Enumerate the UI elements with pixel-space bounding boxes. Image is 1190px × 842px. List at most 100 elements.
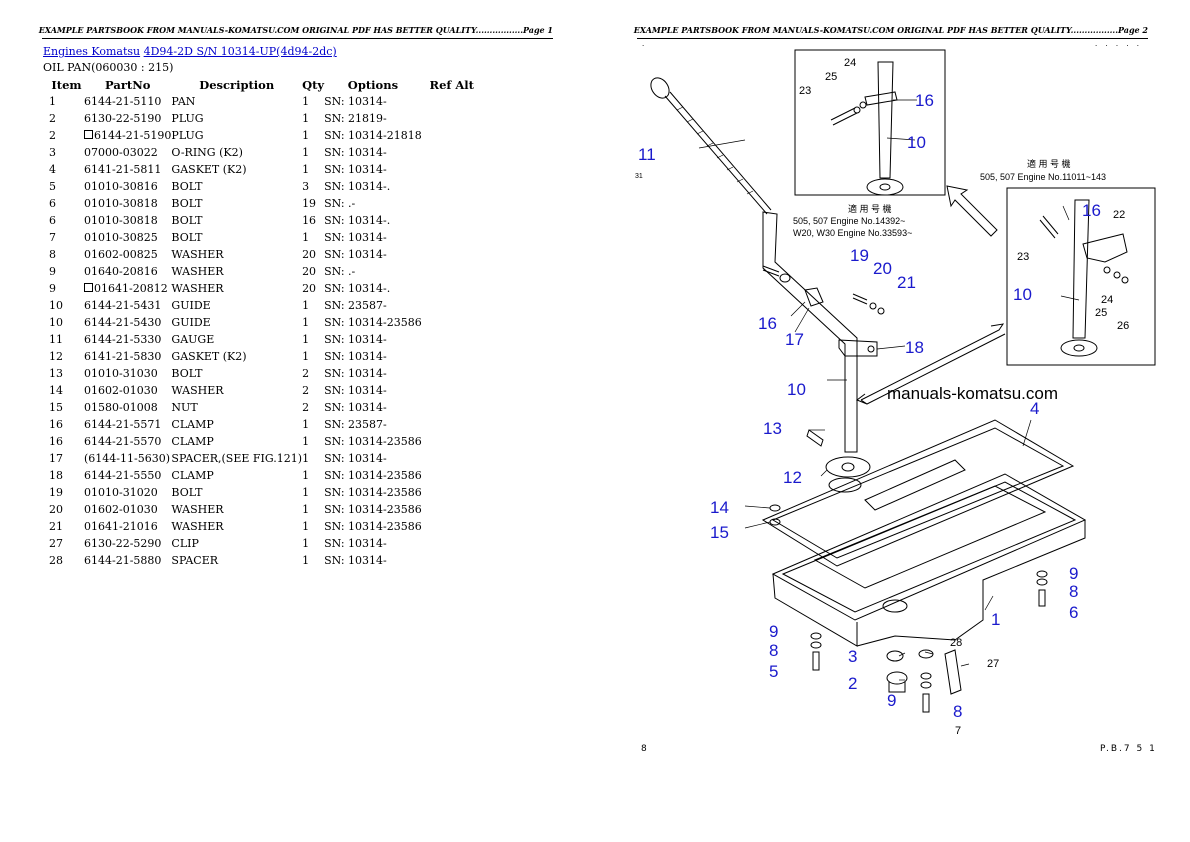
side-mark: 31 — [635, 173, 643, 180]
cell-description: BOLT — [171, 214, 203, 227]
washer-14 — [769, 504, 781, 512]
callout-8: 8 — [953, 702, 962, 721]
callout-16: 16 — [915, 91, 934, 110]
cell-description: BOLT — [171, 367, 203, 380]
clamp-bolt-19 — [852, 293, 868, 305]
alt-part-checkbox-icon — [84, 130, 93, 139]
cell-description: SPACER — [171, 554, 219, 567]
callout-6: 6 — [1069, 603, 1078, 622]
callout-23: 23 — [799, 85, 811, 97]
cell-options: SN: 10314-21818 — [324, 129, 422, 142]
bolt-5 — [812, 651, 820, 671]
cell-options: SN: 10314-23586 — [324, 486, 422, 499]
cell-qty: 19 — [302, 197, 317, 210]
cell-item: 28 — [49, 554, 63, 567]
cell-ref-alt — [422, 348, 482, 365]
cell-description: GASKET (K2) — [171, 163, 247, 176]
parts-list-page: EXAMPLE PARTSBOOK FROM MANUALS-KOMATSU.C… — [39, 25, 553, 567]
callout-25: 25 — [1095, 307, 1107, 319]
page-header: EXAMPLE PARTSBOOK FROM MANUALS-KOMATSU.C… — [633, 25, 1148, 35]
cell-qty: 1 — [302, 554, 310, 567]
cell-options: SN: 10314- — [324, 537, 387, 550]
cell-description: PLUG — [171, 129, 204, 142]
cell-qty: 3 — [302, 180, 310, 193]
cell-options: SN: 10314-. — [324, 180, 391, 193]
cell-qty: 1 — [302, 231, 310, 244]
cell-qty: 2 — [302, 367, 310, 380]
cell-qty: 20 — [302, 265, 317, 278]
cell-ref-alt — [422, 212, 482, 229]
cell-partno: 01010-30816 — [84, 180, 158, 193]
cell-partno: 01641-20812 — [84, 280, 171, 297]
cell-description: GUIDE — [171, 299, 211, 312]
inset2-caption-1: 適 用 号 機 — [1027, 158, 1071, 169]
gauge-handle — [650, 77, 670, 99]
inset2-clamp — [1082, 233, 1128, 263]
cell-description: GAUGE — [171, 333, 215, 346]
cell-qty: 1 — [302, 435, 310, 448]
cell-options: SN: 10314-23586 — [324, 435, 422, 448]
gasket-slot — [864, 459, 966, 511]
arrow-to-inset1 — [946, 185, 998, 237]
callout-8: 8 — [769, 641, 778, 660]
cell-ref-alt — [422, 501, 482, 518]
callout-25: 25 — [825, 71, 837, 83]
cell-qty: 20 — [302, 248, 317, 261]
cell-item: 20 — [49, 503, 63, 516]
corner-mark: · — [642, 42, 645, 50]
cell-ref-alt — [422, 382, 482, 399]
cell-options: SN: 10314-23586 — [324, 316, 422, 329]
spacer-28 — [918, 649, 934, 659]
cell-qty: 1 — [302, 350, 310, 363]
cell-options: SN: 10314- — [324, 163, 387, 176]
cell-ref-alt — [422, 331, 482, 348]
cell-item: 16 — [49, 435, 63, 448]
cell-qty: 2 — [302, 384, 310, 397]
inset1-caption-1: 適 用 号 機 — [848, 203, 892, 214]
callout-10: 10 — [907, 133, 926, 152]
cell-options: SN: .- — [324, 265, 356, 278]
cell-ref-alt — [422, 195, 482, 212]
cell-options: SN: 23587- — [324, 299, 387, 312]
callout-7: 7 — [955, 725, 961, 737]
drain-plug — [886, 671, 908, 685]
cell-item: 21 — [49, 520, 63, 533]
callout-4: 4 — [1030, 399, 1039, 418]
cell-options: SN: 10314- — [324, 333, 387, 346]
callout-9: 9 — [1069, 564, 1078, 583]
cell-options: SN: 10314- — [324, 384, 387, 397]
callout-9: 9 — [887, 691, 896, 710]
cell-partno: 01010-31030 — [84, 367, 158, 380]
cell-qty: 1 — [302, 112, 310, 125]
callout-3: 3 — [848, 647, 857, 666]
breadcrumb-link-engines[interactable]: Engines Komatsu — [43, 45, 141, 58]
oil-pan-well — [813, 485, 1047, 589]
cell-partno: 6144-21-5330 — [84, 333, 162, 346]
alt-part-checkbox-icon — [84, 283, 93, 292]
cell-description: WASHER — [171, 503, 224, 516]
cell-options: SN: 10314-. — [324, 214, 391, 227]
cell-qty: 1 — [302, 146, 310, 159]
cell-partno: 6144-21-5550 — [84, 469, 162, 482]
cell-description: CLAMP — [171, 418, 214, 431]
callout-12: 12 — [783, 468, 802, 487]
cell-item: 6 — [49, 197, 56, 210]
callout-5: 5 — [769, 662, 778, 681]
cell-description: GASKET (K2) — [171, 350, 247, 363]
cell-partno: 6144-21-5431 — [84, 299, 162, 312]
cell-options: SN: 10314-. — [324, 282, 391, 295]
cell-options: SN: 10314-23586 — [324, 503, 422, 516]
guide-tube — [762, 211, 858, 453]
breadcrumb-link-model[interactable]: 4D94-2D S/N 10314-UP(4d94-2dc) — [143, 45, 337, 58]
corner-dots: · · · · · — [1095, 42, 1143, 50]
